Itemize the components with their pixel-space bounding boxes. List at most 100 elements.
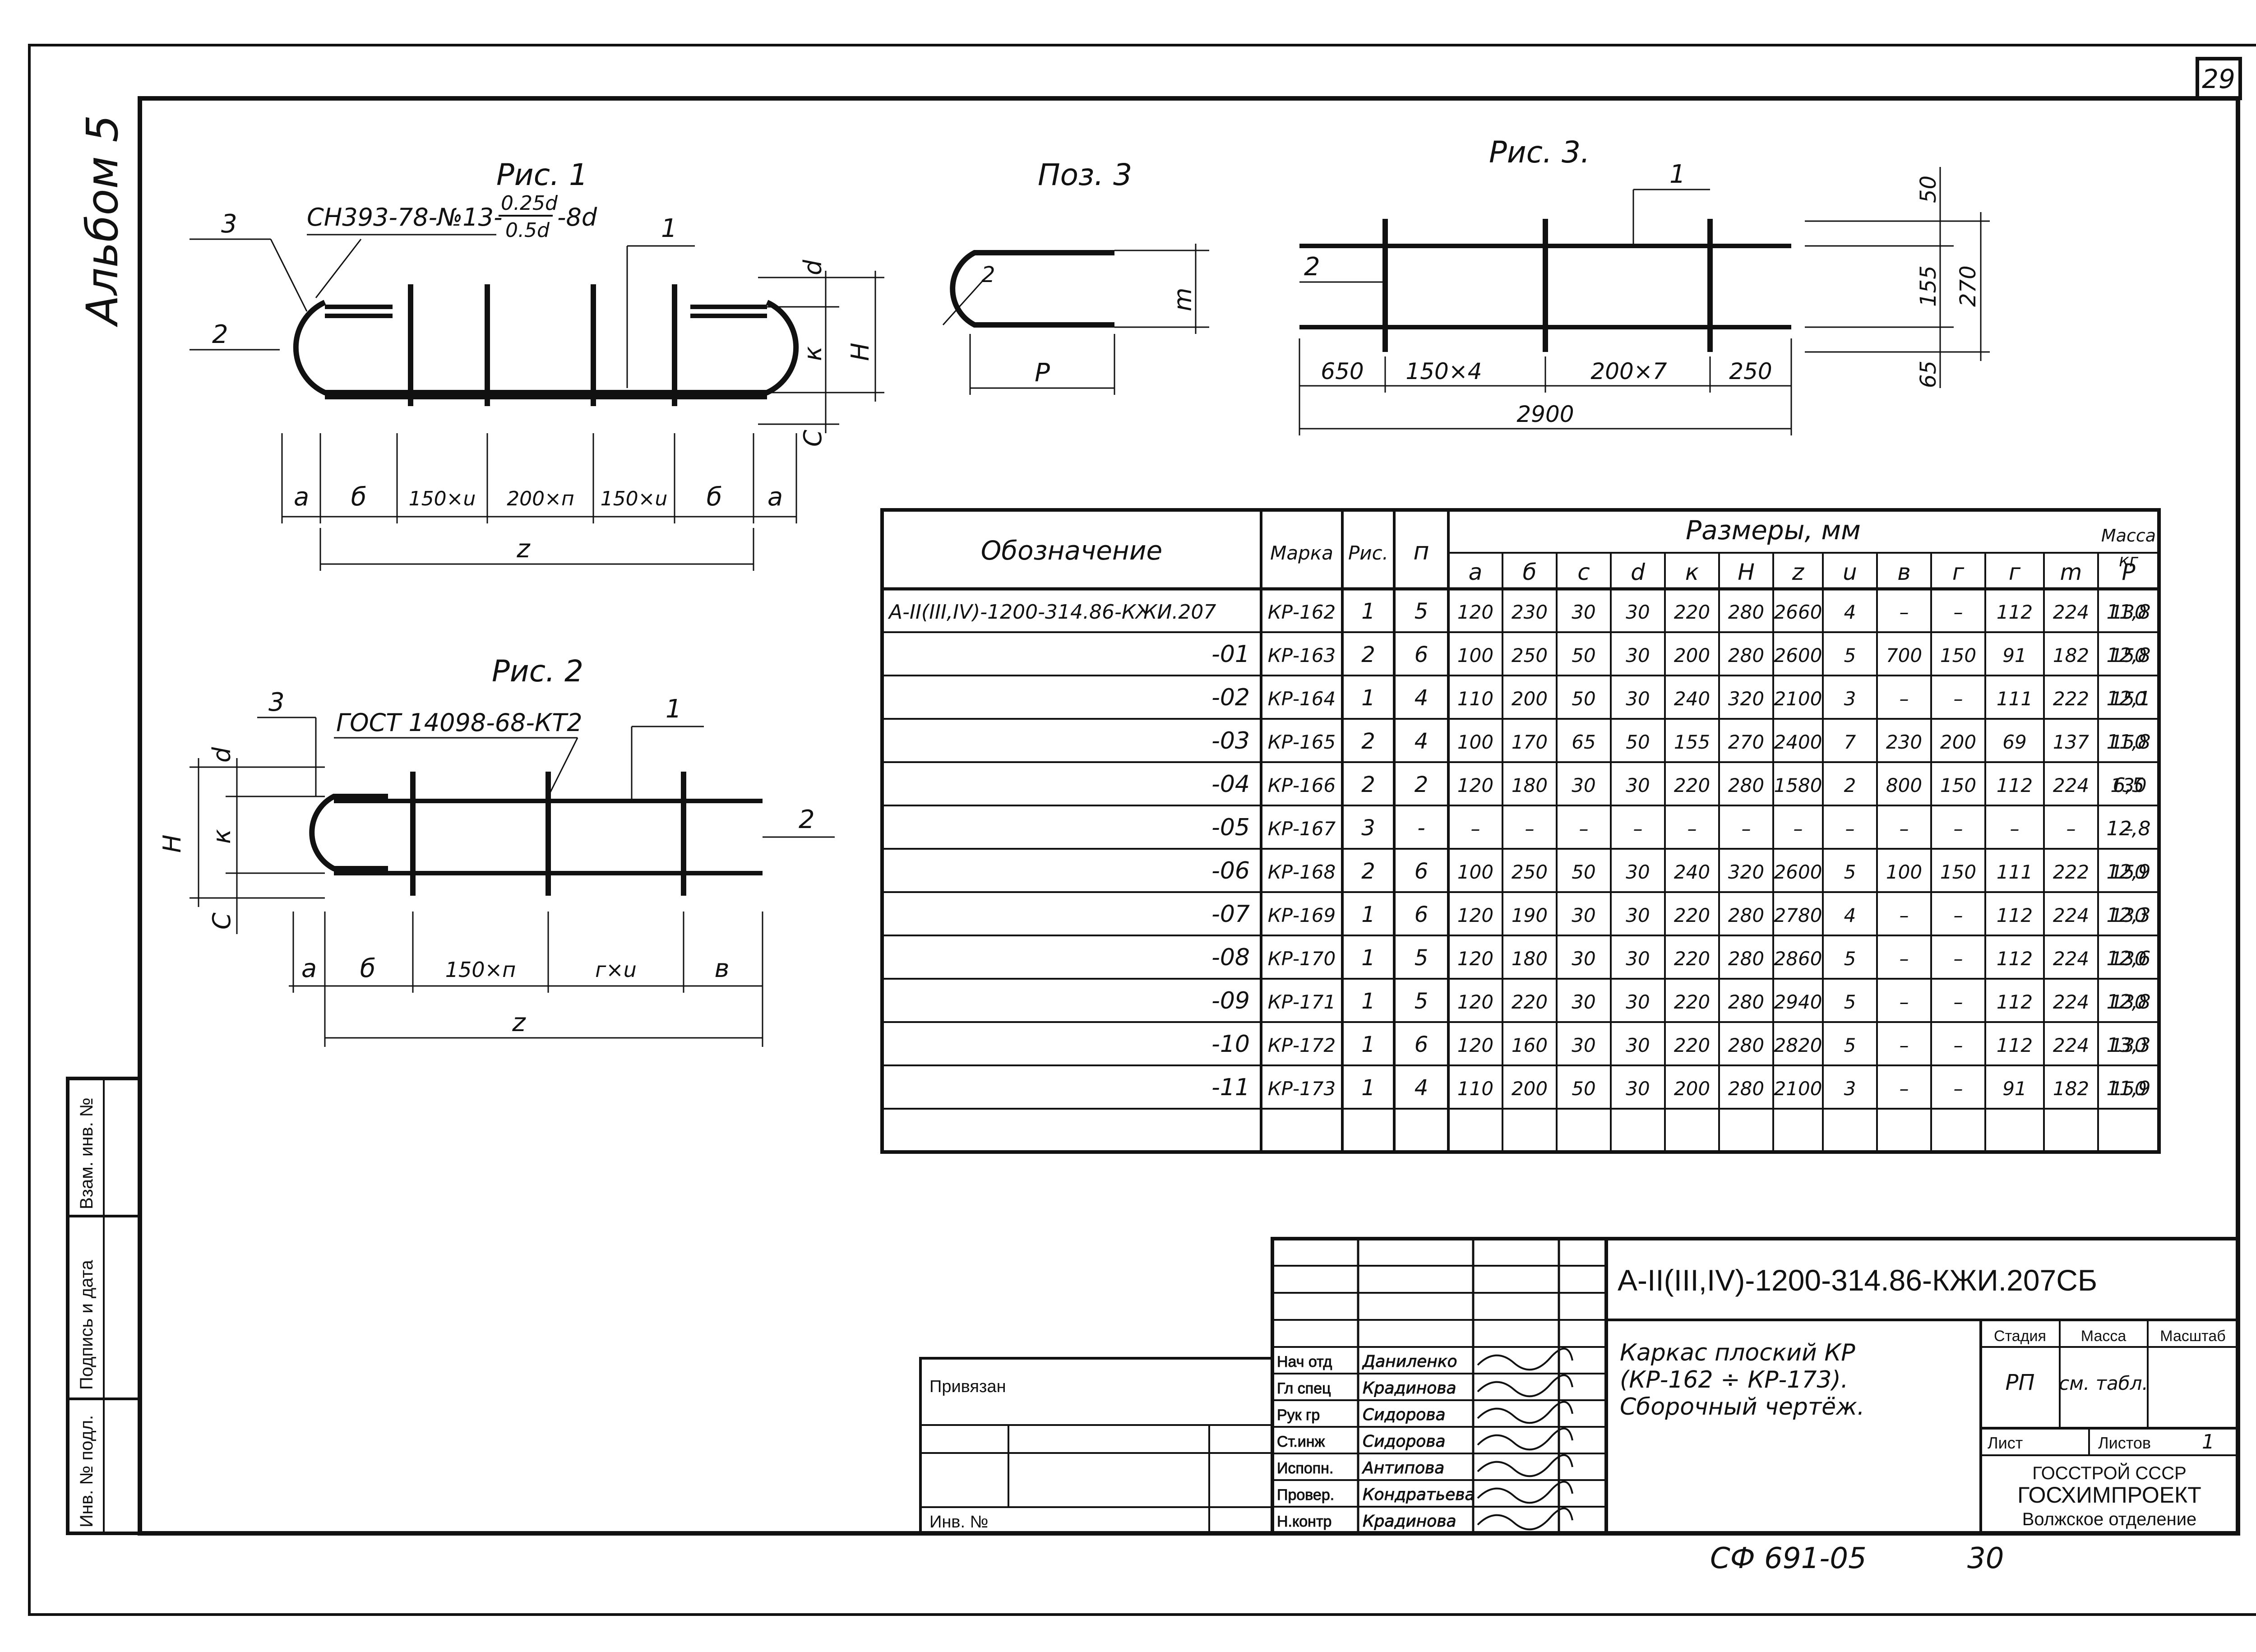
- cell-size-8: –: [1900, 948, 1909, 970]
- cell-n: 6: [1415, 1032, 1428, 1057]
- cell-mark: КР-162: [1268, 601, 1336, 623]
- fig2-dim-150n: 150×п: [445, 958, 516, 982]
- cell-size-3: 30: [1626, 1078, 1650, 1100]
- col-header-n: п: [1413, 537, 1429, 565]
- cell-size-10: 112: [1997, 601, 2033, 623]
- cell-size-2: 50: [1572, 1078, 1595, 1100]
- fig1-dim-150u-1: 150×u: [409, 487, 476, 510]
- cell-n: 6: [1415, 902, 1428, 927]
- cell-size-1: 200: [1512, 688, 1548, 710]
- sign-name: Сидорова: [1363, 1406, 1446, 1424]
- cell-size-4: 220: [1674, 904, 1710, 926]
- cell-size-12: 150: [2110, 688, 2146, 710]
- cell-size-7: 5: [1844, 948, 1856, 970]
- cell-size-8: –: [1900, 904, 1909, 926]
- cell-size-1: 250: [1512, 861, 1548, 883]
- cell-size-5: 270: [1728, 731, 1764, 753]
- fig1-std-num: 0.25d: [501, 192, 558, 215]
- cell-size-11: 222: [2053, 861, 2089, 883]
- cell-size-6: –: [1794, 818, 1803, 840]
- fig3-v65: 65: [1916, 361, 1941, 388]
- title-line-2: (КР-162 ÷ КР-173).: [1620, 1366, 1848, 1393]
- cell-mark: КР-164: [1268, 688, 1336, 710]
- position-3: Поз. 3 2 m Р: [942, 157, 1209, 395]
- col-header-size-3: d: [1631, 559, 1645, 585]
- fig2-pos1: 1: [666, 694, 682, 724]
- col-header-size-0: a: [1469, 559, 1483, 585]
- cell-size-7: 2: [1844, 774, 1856, 796]
- privyazan-label: Привязан: [929, 1377, 1006, 1396]
- fig2-k: к: [208, 829, 236, 844]
- cell-size-8: 230: [1886, 731, 1922, 753]
- fig1-dim-a1: a: [294, 482, 309, 512]
- scale-label: Масштаб: [2160, 1328, 2225, 1345]
- cell-n: 4: [1415, 1075, 1428, 1101]
- cell-size-0: 120: [1457, 991, 1493, 1013]
- cell-fig: 1: [1361, 1032, 1375, 1057]
- col-header-size-9: г: [1952, 559, 1965, 585]
- cell-size-5: 320: [1728, 688, 1764, 710]
- cell-mass: 6,5: [2113, 774, 2145, 797]
- fig3-dim-650: 650: [1321, 358, 1364, 384]
- cell-size-3: 30: [1626, 991, 1650, 1013]
- cell-size-8: 100: [1886, 861, 1922, 883]
- cell-size-11: –: [2066, 818, 2076, 840]
- title-line-3: Сборочный чертёж.: [1620, 1393, 1865, 1421]
- cell-size-6: 2400: [1774, 731, 1822, 753]
- sign-name: Сидорова: [1363, 1432, 1446, 1451]
- col-header-size-2: с: [1577, 559, 1590, 585]
- sheet-label: Лист: [1988, 1434, 2023, 1452]
- cell-size-6: 2860: [1774, 948, 1822, 970]
- cell-size-12: –: [2124, 818, 2133, 840]
- cell-size-5: 320: [1728, 861, 1764, 883]
- fig1-std-suffix: -8d: [557, 203, 597, 231]
- cell-size-11: 224: [2053, 948, 2089, 970]
- signature-scribble: [1477, 1507, 1573, 1531]
- fig1-d: d: [799, 259, 827, 275]
- cell-size-9: –: [1954, 948, 1963, 970]
- fig1-dim-b1: б: [351, 482, 367, 512]
- fig1-pos3: 3: [221, 209, 237, 239]
- fig2-total: z: [512, 1008, 526, 1037]
- fig2-dim-v: в: [714, 954, 729, 983]
- cell-size-9: –: [1954, 818, 1963, 840]
- fig3-dim-150x4: 150×4: [1405, 358, 1482, 384]
- cell-size-11: 224: [2053, 774, 2089, 796]
- cell-size-1: 170: [1512, 731, 1548, 753]
- stage-label: Стадия: [1994, 1328, 2046, 1345]
- cell-size-8: –: [1900, 991, 1909, 1013]
- fig2-dim-gu: г×u: [595, 958, 637, 982]
- cell-size-2: 30: [1572, 1034, 1595, 1056]
- cell-size-6: 1580: [1774, 774, 1822, 796]
- stamp-vzam: Взам. инв. №: [77, 1097, 97, 1209]
- side-stamp: Взам. инв. № Подпись и дата Инв. № подл.: [66, 1077, 142, 1535]
- col-header-size-11: m: [2060, 559, 2082, 585]
- cell-size-3: 30: [1626, 948, 1650, 970]
- cell-fig: 1: [1361, 989, 1375, 1014]
- cell-size-2: 30: [1572, 904, 1595, 926]
- cell-size-9: 150: [1940, 644, 1976, 666]
- cell-mass: 12,8: [2107, 817, 2151, 840]
- sign-role: Испопн.: [1277, 1460, 1333, 1477]
- cell-size-11: 182: [2053, 1078, 2089, 1100]
- cell-size-1: 180: [1512, 774, 1548, 796]
- cell-designation: -06: [1211, 857, 1250, 884]
- cell-size-5: –: [1742, 818, 1751, 840]
- cell-size-0: 120: [1457, 948, 1493, 970]
- cell-size-4: 220: [1674, 948, 1710, 970]
- cell-fig: 1: [1361, 1075, 1375, 1101]
- cell-size-8: 700: [1886, 644, 1922, 666]
- cell-size-10: 112: [1997, 774, 2033, 796]
- cell-fig: 1: [1361, 685, 1375, 711]
- cell-size-0: 110: [1457, 1078, 1493, 1100]
- sign-role: Провер.: [1277, 1486, 1334, 1504]
